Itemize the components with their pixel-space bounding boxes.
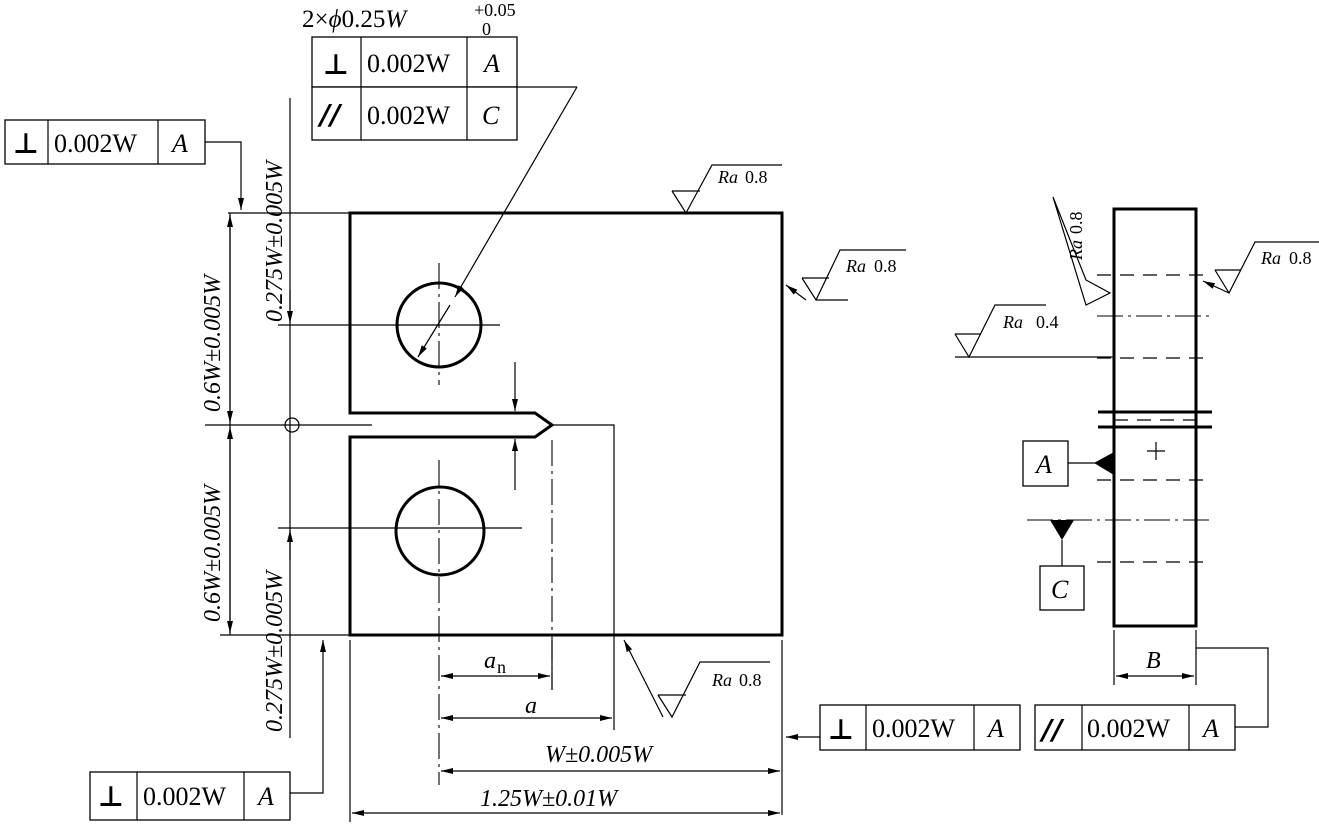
dim-an-sub: n (497, 657, 506, 677)
svg-text:0.4: 0.4 (1036, 312, 1059, 332)
crack-tip-extension (552, 424, 615, 730)
fcf-hole-par-datum: C (482, 101, 500, 130)
hole-callout-text: 2×ϕ0.25W (302, 6, 408, 33)
hole-tol-lower: 0 (482, 19, 491, 39)
roughness-right: Ra 0.8 (785, 249, 906, 302)
svg-text:Ra: Ra (1066, 240, 1086, 261)
dim-w: W±0.005W (545, 742, 654, 768)
vertical-dimensions: 0.275W±0.005W 0.6W±0.005W 0.6W±0.005W 0.… (200, 98, 350, 738)
datum-c: C (1039, 520, 1085, 611)
dim-bottom-offset: 0.275W±0.005W (262, 569, 288, 732)
hole-tol-upper: +0.05 (474, 0, 516, 20)
svg-text:A: A (170, 129, 188, 158)
svg-text:0.8: 0.8 (1066, 212, 1086, 235)
datum-a-label: A (1034, 450, 1052, 479)
dim-a: a (525, 693, 537, 719)
fcf-bottom-left: ⊥ 0.002W A (89, 640, 326, 821)
svg-text:0.002W: 0.002W (143, 782, 227, 811)
fcf-hole-perp-symbol: ⊥ (323, 48, 349, 81)
svg-text:0.8: 0.8 (739, 670, 762, 690)
dim-lower-half: 0.6W±0.005W (200, 483, 226, 622)
svg-text:Ra: Ra (845, 256, 866, 276)
dim-an: a (484, 648, 496, 674)
hole-callout: 2×ϕ0.25W +0.05 0 ⊥ 0.002W A // 0.002W C (302, 0, 578, 358)
svg-text:0.002W: 0.002W (1087, 714, 1171, 743)
horizontal-dimensions: a n a W±0.005W 1.25W±0.01W (349, 640, 783, 822)
fcf-hole-perp-datum: A (482, 49, 500, 78)
dim-b: B (1146, 648, 1161, 674)
svg-text:A: A (1201, 714, 1219, 743)
svg-text://: // (1039, 713, 1065, 746)
roughness-side-top-right: Ra 0.8 (1202, 241, 1319, 295)
roughness-top: Ra 0.8 (671, 164, 782, 215)
roughness-bottom: Ra 0.8 (623, 639, 770, 719)
datum-c-label: C (1051, 575, 1069, 604)
svg-text:0.002W: 0.002W (872, 714, 956, 743)
side-view: B (1027, 207, 1212, 685)
roughness-side-top-left: Ra 0.8 (1052, 196, 1112, 306)
svg-text:⊥: ⊥ (98, 780, 124, 813)
dim-total: 1.25W±0.01W (480, 786, 619, 812)
dim-top-offset: 0.275W±0.005W (262, 159, 288, 322)
notch-width-dimension (505, 362, 530, 490)
load-line-marker (284, 417, 300, 433)
svg-text:Ra: Ra (711, 670, 732, 690)
specimen-outline (348, 211, 784, 637)
svg-text:Ra: Ra (1002, 312, 1023, 332)
svg-text:Ra: Ra (1260, 248, 1281, 268)
svg-text:⊥: ⊥ (13, 127, 39, 160)
lower-hole (394, 485, 486, 577)
side-view-outline (1112, 207, 1198, 628)
svg-text:Ra: Ra (717, 167, 738, 187)
roughness-side-left: Ra 0.4 (954, 304, 1114, 359)
svg-text:0.002W: 0.002W (54, 129, 138, 158)
fcf-hole-par-tol: 0.002W (367, 101, 451, 130)
svg-text:⊥: ⊥ (828, 713, 854, 746)
fcf-top-left: ⊥ 0.002W A (4, 119, 244, 210)
svg-text:0.8: 0.8 (745, 167, 768, 187)
datum-a: A (1022, 440, 1114, 487)
dim-upper-half: 0.6W±0.005W (200, 273, 226, 412)
upper-hole (395, 281, 483, 369)
fcf-bottom-right: // 0.002W A (1034, 647, 1269, 751)
front-view (205, 211, 784, 785)
fcf-bottom-mid: ⊥ 0.002W A (786, 704, 1021, 751)
fcf-hole-par-symbol: // (317, 98, 343, 131)
fcf-hole-perp-tol: 0.002W (367, 49, 451, 78)
svg-text:0.8: 0.8 (1289, 248, 1312, 268)
svg-text:A: A (256, 782, 274, 811)
svg-text:A: A (986, 714, 1004, 743)
svg-text:0.8: 0.8 (874, 256, 897, 276)
